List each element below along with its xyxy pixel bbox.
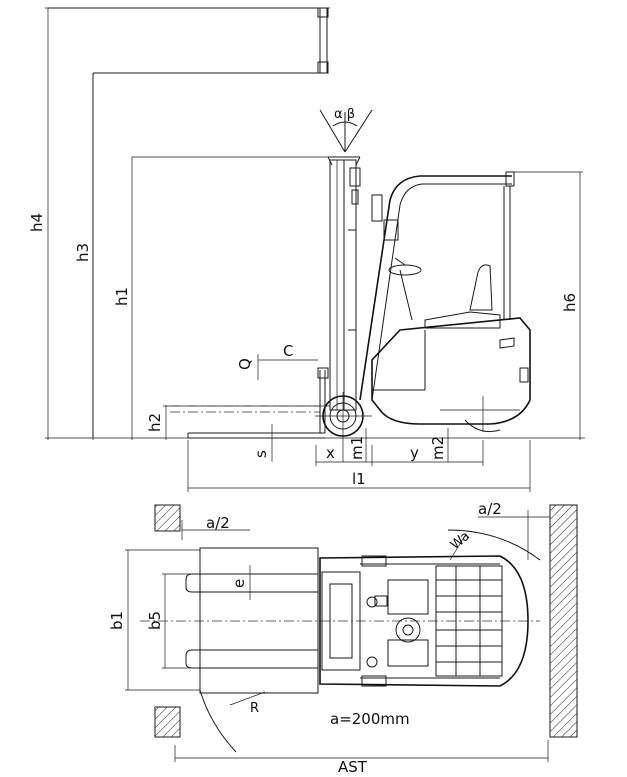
truck-body [359,171,531,433]
wall-bottom-left [154,706,181,738]
load-center-marker [257,354,318,380]
raised-fork-outline [48,7,329,438]
label-h6: h6 [561,293,579,312]
length-dimension-lines [187,428,531,492]
label-a-value: a=200mm [330,710,410,728]
label-s: s [252,450,270,458]
clearance-dimension-lines [181,510,550,560]
label-alpha-beta: α β [334,107,355,122]
pallet-outline [125,547,319,694]
label-c: C [283,342,293,360]
label-e: e [230,579,248,588]
front-wheel [315,392,372,462]
label-h1: h1 [113,287,131,306]
label-a-half-right: a/2 [478,500,502,518]
label-x: x [326,444,335,462]
label-b5: b5 [146,611,164,630]
lowered-forks [170,367,329,439]
label-r: R [250,701,259,716]
label-a-half-left: a/2 [206,514,230,532]
mast [327,156,361,411]
wall-right [549,504,578,738]
top-view: a/2 a/2 Wa e b1 b5 R a=200mm AST [108,500,578,776]
label-h3: h3 [74,243,92,262]
ast-dimension-line [174,740,549,762]
truck-top-view [319,555,529,687]
label-b1: b1 [108,611,126,630]
tilt-angle-indicator [319,109,373,153]
label-wa: Wa [448,529,473,553]
label-h4: h4 [28,213,46,232]
turning-radius-arcs [199,529,541,753]
label-y: y [410,444,419,462]
label-q: Q [236,358,254,370]
label-ast: AST [338,758,368,776]
label-m2: m2 [429,436,447,460]
label-h2: h2 [146,413,164,432]
label-l1: l1 [352,470,366,488]
side-view: h4 h3 h1 h6 h2 s Q C x m1 y m2 l1 α β [28,7,585,492]
label-m1: m1 [348,436,366,460]
wall-top-left [154,504,181,532]
